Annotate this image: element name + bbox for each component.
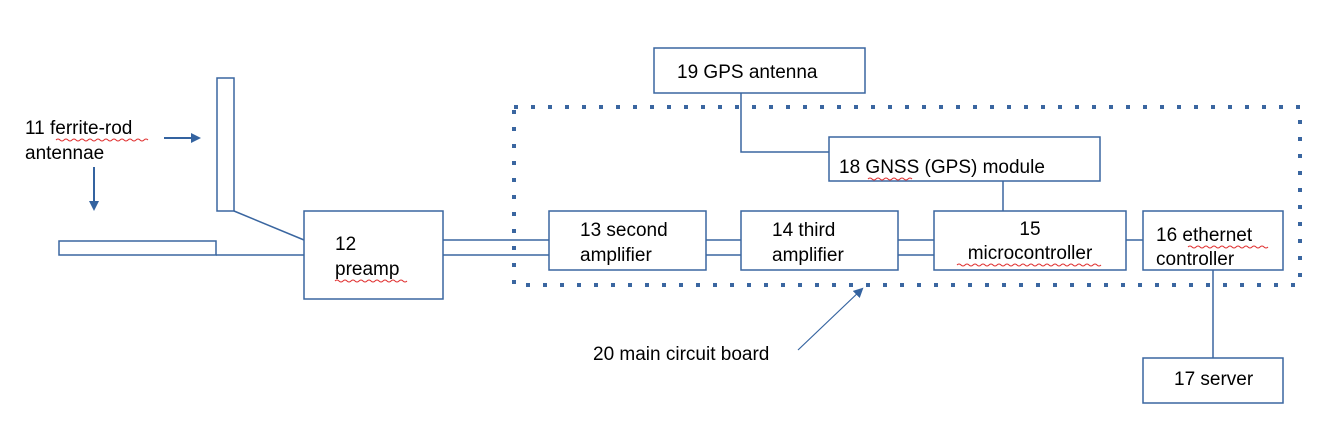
gps-antenna-box — [653, 47, 866, 94]
preamp-box — [303, 210, 444, 300]
spellcheck-underline — [867, 177, 913, 181]
third-amp-label-line1: 14 third — [772, 220, 835, 241]
spellcheck-underline — [55, 138, 149, 142]
ferrite-rod-horizontal — [58, 240, 217, 256]
wire-vertical-rod-to-preamp — [233, 210, 305, 241]
ferrite-rod-vertical — [216, 77, 235, 212]
arrow-main-board-icon — [797, 287, 864, 351]
second-amp-label-line1: 13 second — [580, 220, 668, 241]
third-amp-label-line2: amplifier — [772, 245, 844, 266]
gps-antenna-label: 19 GPS antenna — [677, 62, 818, 83]
ethernet-label-line1: 16 ethernet — [1156, 225, 1253, 246]
preamp-label-line1: 12 — [335, 234, 356, 255]
second-amplifier-box — [548, 210, 707, 271]
wire-gps-antenna-to-gnss — [740, 93, 829, 153]
ethernet-controller-box — [1142, 210, 1284, 271]
ferrite-label-line2: antennae — [25, 143, 104, 164]
gnss-module-box — [828, 136, 1101, 182]
gnss-label: 18 GNSS (GPS) module — [839, 157, 1045, 178]
preamp-label-line2: preamp — [335, 259, 399, 280]
main-circuit-board-boundary — [512, 105, 1302, 287]
server-box — [1142, 357, 1284, 404]
micro-label-line2: microcontroller — [968, 243, 1093, 264]
third-amplifier-box — [740, 210, 899, 271]
ferrite-label-line1: 11 ferrite-rod — [25, 118, 132, 139]
main-board-label: 20 main circuit board — [593, 344, 769, 365]
spellcheck-underline — [334, 279, 408, 283]
spellcheck-underline — [1187, 245, 1269, 249]
ethernet-label-line2: controller — [1156, 249, 1235, 270]
second-amp-label-line2: amplifier — [580, 245, 652, 266]
spellcheck-underline — [956, 263, 1102, 267]
micro-label-line1: 15 — [1019, 219, 1040, 240]
server-label: 17 server — [1174, 369, 1254, 390]
